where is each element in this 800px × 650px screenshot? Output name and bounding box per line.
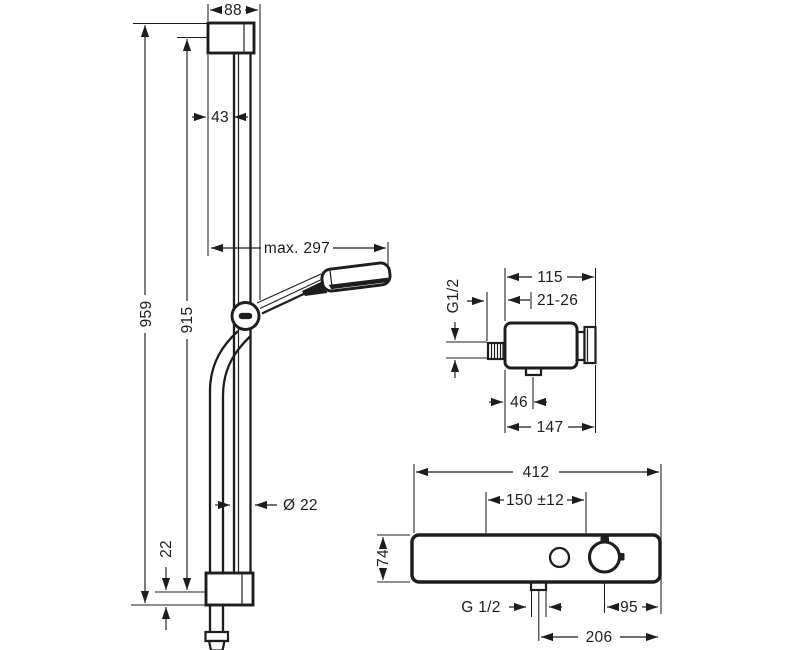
dim-tablet-width-label: 412 xyxy=(523,464,550,481)
dim-rail-total-height-label: 959 xyxy=(138,301,155,328)
dim-rail-bracket-offset-label: 43 xyxy=(211,109,229,126)
dim-rail-reach-label: max. 297 xyxy=(264,240,330,257)
tablet-body xyxy=(410,533,662,592)
valve-knob-cap xyxy=(583,325,597,365)
dim-tablet-height-label: 74 xyxy=(375,549,392,567)
dim-tablet-supply-distance-label: 150 ±12 xyxy=(506,492,564,509)
thermostat-bar-drawing: 412 150 ±12 74 G 1/2 95 206 xyxy=(375,464,662,646)
hose-end-fitting xyxy=(204,630,230,650)
dim-rail-bar-height-label: 915 xyxy=(179,307,196,334)
hand-shower-handle xyxy=(256,273,327,315)
dim-rail-diameter-label: Ø 22 xyxy=(283,497,318,514)
rail-bottom-bracket xyxy=(204,571,255,607)
dim-valve-wall-range-label: 21-26 xyxy=(537,292,578,309)
shower-rail-drawing: 88 43 max. 297 959 915 22 Ø 22 xyxy=(131,2,392,650)
hand-shower-head xyxy=(320,261,392,293)
dim-tablet-outlet-offset-label: 206 xyxy=(586,629,613,646)
dim-rail-top-width-label: 88 xyxy=(224,2,242,19)
shower-hose xyxy=(208,330,252,632)
dim-valve-total-width-label: 147 xyxy=(537,419,564,436)
rail-top-bracket xyxy=(206,21,256,55)
valve-thread-label: G1/2 xyxy=(445,279,462,314)
dim-valve-outlet-offset-label: 46 xyxy=(510,394,528,411)
valve-body xyxy=(486,321,597,377)
dim-rail-bottom-gap-label: 22 xyxy=(158,540,175,558)
dim-tablet-knob-offset-label: 95 xyxy=(620,599,638,616)
dim-valve-width-label: 115 xyxy=(537,269,563,286)
rail-slider xyxy=(230,301,261,331)
tablet-thread-label: G 1/2 xyxy=(461,599,500,616)
wall-valve-drawing: 115 21-26 G1/2 46 147 xyxy=(445,268,597,436)
tablet-select-button xyxy=(548,546,571,569)
